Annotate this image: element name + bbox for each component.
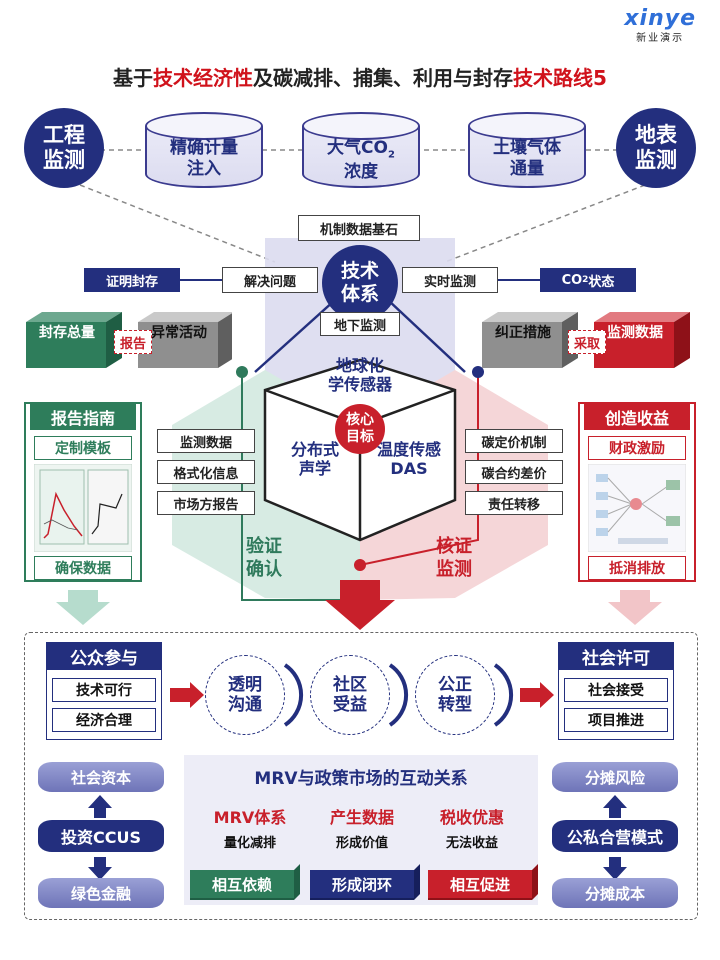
ensure-data-item: 确保数据 [34,556,132,580]
mechanism-data-label: 机制数据基石 [298,215,420,241]
carbon-cfd-item: 碳合约差价 [465,460,563,484]
report-chart-thumbnail [34,464,132,552]
correct-action-label: 纠正措施 [495,325,551,341]
transparent-communication-ring: 透明 沟通 [205,655,285,735]
abnormal-activity-label: 异常活动 [151,325,207,341]
solve-problem-label: 解决问题 [222,267,318,293]
tax-incentive-head: 税收优惠 [439,808,504,827]
share-risk-disc: 分摊风险 [552,762,678,792]
fair-transition-ring: 公正 转型 [415,655,495,735]
title-part-1: 基于 [113,66,154,90]
share-cost-disc: 分摊成本 [552,878,678,908]
cylinder-label: 精确计量 注入 [170,138,238,180]
boxes-3d-right [482,312,690,368]
mrv-title: MRV与政策市场的互动关系 [254,769,468,789]
project-advance-item: 项目推进 [564,708,668,732]
title-part-3: 及碳减排、捕集、利用与封存 [253,66,514,90]
cylinder-precise-metering: 精确计量 注入 [145,112,263,188]
cube-right-label: 温度传感 DAS [376,440,441,479]
offset-emission-item: 抵消排放 [588,556,686,580]
custom-template-item: 定制模板 [34,436,132,460]
closed-loop-chip: 形成闭环 [310,870,414,898]
brand-name: xinye [624,6,696,31]
mutual-promotion-chip: 相互促进 [428,870,532,898]
monitoring-data-item: 监测数据 [157,429,255,453]
realtime-monitor-label: 实时监测 [402,267,498,293]
title-part-4: 技术路线5 [513,66,607,90]
brand-logo: xinye 新业演示 [624,6,696,44]
revenue-flow-thumbnail [588,464,686,552]
cylinder-soil-gas: 土壤气体 通量 [468,112,586,188]
formatted-info-item: 格式化信息 [157,460,255,484]
cube-top-label: 地球化 学传感器 [327,356,392,395]
core-target-circle: 核心 目标 [335,404,385,454]
community-benefit-ring: 社区 受益 [310,655,390,735]
report-tag: 报告 [114,330,152,354]
carbon-pricing-item: 碳定价机制 [465,429,563,453]
monitor-data-3d-label: 监测数据 [607,325,663,341]
invest-ccus-disc: 投资CCUS [38,820,164,852]
adopt-tag: 采取 [568,330,606,354]
report-guide-header: 报告指南 [30,404,136,430]
bottom-section [24,632,698,920]
underground-monitor-label: 地下监测 [320,312,400,336]
brand-tagline: 新业演示 [636,33,685,44]
prove-storage-label: 证明封存 [84,268,180,292]
ppp-model-disc: 公私合营模式 [552,820,678,852]
economic-reasonable-item: 经济合理 [52,708,156,732]
tech-system-circle: 技术 体系 [322,245,398,321]
form-value-text: 形成价值 [335,836,388,851]
tech-feasible-item: 技术可行 [52,678,156,702]
storage-total-label: 封存总量 [39,325,95,341]
liability-transfer-item: 责任转移 [465,491,563,515]
generate-data-head: 产生数据 [329,808,394,827]
market-report-item: 市场方报告 [157,491,255,515]
fiscal-incentive-item: 财政激励 [588,436,686,460]
verify-confirm-label: 验证 确认 [246,536,282,580]
title-part-2: 技术经济性 [153,66,254,90]
create-revenue-header: 创造收益 [584,404,690,430]
mutual-dependence-chip: 相互依赖 [190,870,294,898]
social-acceptance-item: 社会接受 [564,678,668,702]
social-license-header: 社会许可 [558,642,674,670]
mrv-system-head: MRV体系 [213,808,287,827]
public-participation-header: 公众参与 [46,642,162,670]
quantify-reduction-text: 量化减排 [223,836,276,851]
check-monitor-label: 核证 监测 [436,536,472,580]
engineering-monitoring-circle: 工程 监测 [24,108,104,188]
social-capital-disc: 社会资本 [38,762,164,792]
cylinder-label: 土壤气体 通量 [493,138,561,180]
no-revenue-text: 无法收益 [445,836,498,851]
green-finance-disc: 绿色金融 [38,878,164,908]
surface-monitoring-circle: 地表 监测 [616,108,696,188]
cube-left-label: 分布式 声学 [290,440,339,479]
page-title: 基于技术经济性及碳减排、捕集、利用与封存技术路线5 [0,62,720,91]
